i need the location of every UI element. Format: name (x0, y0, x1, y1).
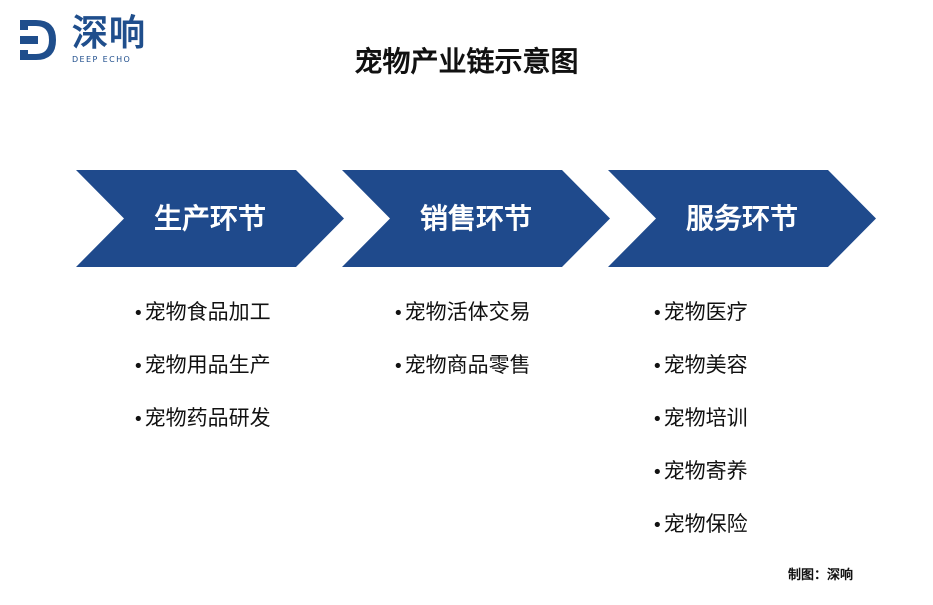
list-item: •宠物药品研发 (133, 392, 271, 445)
service-item-list: •宠物医疗 •宠物美容 •宠物培训 •宠物寄养 •宠物保险 (652, 286, 748, 551)
list-item-text: 宠物寄养 (663, 459, 748, 483)
list-item-text: 宠物用品生产 (144, 353, 271, 377)
list-item: •宠物寄养 (652, 445, 748, 498)
bullet: • (393, 303, 404, 324)
sales-item-list: •宠物活体交易 •宠物商品零售 (393, 286, 531, 392)
bullet: • (652, 462, 663, 483)
list-item: •宠物商品零售 (393, 339, 531, 392)
bullet: • (652, 409, 663, 430)
logo-text-en: DEEP ECHO (72, 55, 132, 64)
list-item-text: 宠物活体交易 (404, 300, 531, 324)
logo: 深响 DEEP ECHO (16, 14, 146, 64)
list-item-text: 宠物培训 (663, 406, 748, 430)
list-item: •宠物医疗 (652, 286, 748, 339)
page-title: 宠物产业链示意图 (354, 45, 579, 78)
list-item: •宠物活体交易 (393, 286, 531, 339)
chevron-shape (342, 170, 610, 267)
list-item: •宠物保险 (652, 498, 748, 551)
list-item: •宠物食品加工 (133, 286, 271, 339)
list-item-text: 宠物医疗 (663, 300, 748, 324)
chevron-label-sales: 销售环节 (419, 202, 532, 235)
bullet: • (652, 515, 663, 536)
chevron-label-production: 生产环节 (153, 202, 266, 235)
list-item: •宠物用品生产 (133, 339, 271, 392)
list-item-text: 宠物食品加工 (144, 300, 271, 324)
list-item-text: 宠物商品零售 (404, 353, 531, 377)
bullet: • (393, 356, 404, 377)
chevron-shape (608, 170, 876, 267)
bullet: • (133, 356, 144, 377)
bullet: • (652, 303, 663, 324)
list-item-text: 宠物保险 (663, 512, 748, 536)
chevron-shape (76, 170, 344, 267)
list-item: •宠物培训 (652, 392, 748, 445)
deep-echo-logo-icon (20, 20, 56, 60)
chevron-stage-service: 服务环节 (608, 170, 876, 267)
bullet: • (652, 356, 663, 377)
bullet: • (133, 409, 144, 430)
chart-credit: 制图：深响 (788, 568, 854, 583)
chevron-stage-sales: 销售环节 (342, 170, 610, 267)
logo-text-cn: 深响 (72, 13, 147, 54)
list-item: •宠物美容 (652, 339, 748, 392)
bullet: • (133, 303, 144, 324)
chevron-label-service: 服务环节 (685, 202, 798, 235)
production-item-list: •宠物食品加工 •宠物用品生产 •宠物药品研发 (133, 286, 271, 445)
list-item-text: 宠物药品研发 (144, 406, 271, 430)
chevron-stage-production: 生产环节 (76, 170, 344, 267)
list-item-text: 宠物美容 (663, 353, 748, 377)
